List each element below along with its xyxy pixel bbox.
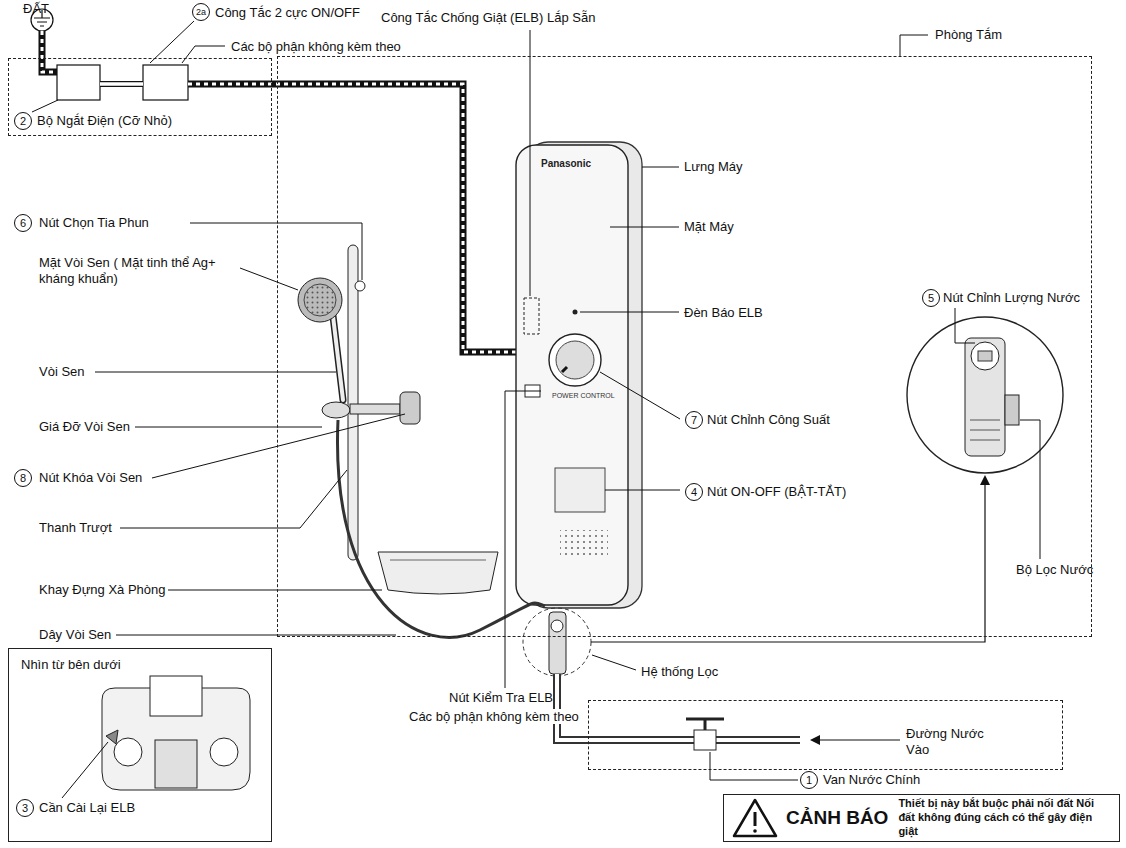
warning-icon (734, 800, 776, 836)
part-label: Cần Cài Lại ELB (38, 800, 136, 816)
part-label: Mặt Vòi Sen ( Mặt tinh thể Ag+ kháng khu… (38, 255, 238, 286)
part-label: Nút Chỉnh Công Suất (706, 412, 831, 428)
breaker-box (57, 65, 100, 100)
zoom-arrow (591, 477, 985, 642)
part-label: Công Tắc 2 cực ON/OFF (214, 5, 361, 21)
part-label: Dây Vòi Sen (38, 627, 112, 643)
callout-number: 4 (685, 483, 703, 501)
region-label: Các bộ phận không kèm theo (407, 709, 581, 724)
bathroom-region: Phòng Tắm (277, 56, 1092, 637)
shower-set (298, 245, 545, 637)
part-label: Hệ thống Lọc (640, 664, 719, 680)
part-label: Nút ON-OFF (BẬT-TẮT) (706, 484, 847, 500)
callout-number: 6 (14, 214, 32, 232)
power-cable (42, 31, 518, 352)
water-heater (516, 142, 642, 608)
water-pipe (557, 674, 800, 750)
part-label: Bộ Lọc Nước (1015, 562, 1094, 578)
brand-name: Panasonic (540, 158, 592, 170)
part-label: Giá Đỡ Vòi Sen (38, 419, 131, 435)
part-label: Nút Chỉnh Lượng Nước (942, 290, 1081, 306)
warning-box: CẢNH BÁO Thiết bị này bắt buộc phải nối đ… (723, 794, 1120, 842)
part-label: Đường Nước Vào (905, 726, 987, 757)
part-label: Vòi Sen (38, 364, 86, 380)
bottom-view (102, 676, 250, 790)
region-label: Phòng Tắm (933, 27, 1004, 42)
callout-number: 5 (922, 289, 940, 307)
switch-box (143, 65, 188, 100)
part-label: Mặt Máy (683, 219, 735, 235)
part-label: Nút Khóa Vòi Sen (38, 470, 143, 486)
part-label: Khay Đựng Xà Phòng (38, 582, 167, 598)
callout-number: 2 (14, 112, 32, 130)
filter-system (523, 608, 591, 676)
warning-title: CẢNH BÁO (786, 807, 888, 829)
warning-text: Thiết bị này bắt buộc phải nối đất Nối đ… (898, 797, 1111, 838)
region-label: Các bộ phận không kèm theo (229, 39, 403, 54)
part-label: Công Tắc Chống Giật (ELB) Lắp Sẵn (380, 10, 596, 26)
part-label: Van Nước Chính (822, 772, 921, 788)
excluded-parts-region: Các bộ phận không kèm theo (588, 700, 1063, 770)
leader-lines (32, 21, 1040, 798)
part-label: Đèn Báo ELB (683, 305, 764, 321)
part-label: Nút Chọn Tia Phun (38, 215, 150, 231)
part-label: Thanh Trượt (38, 520, 113, 536)
part-label: Lưng Máy (683, 159, 744, 175)
region-label: Nhìn từ bên dưới (19, 657, 123, 672)
inflow-arrow (812, 739, 900, 740)
part-label: ĐẤT (22, 1, 50, 17)
part-label: Nút Kiểm Tra ELB (448, 690, 554, 706)
callout-number: 2a (192, 3, 210, 21)
callout-number: 3 (16, 799, 34, 817)
callout-number: 8 (14, 469, 32, 487)
callout-number: 7 (685, 411, 703, 429)
part-label: POWER CONTROL (551, 392, 616, 400)
callout-number: 1 (800, 771, 818, 789)
part-label: Bộ Ngắt Điện (Cỡ Nhỏ) (36, 113, 173, 129)
